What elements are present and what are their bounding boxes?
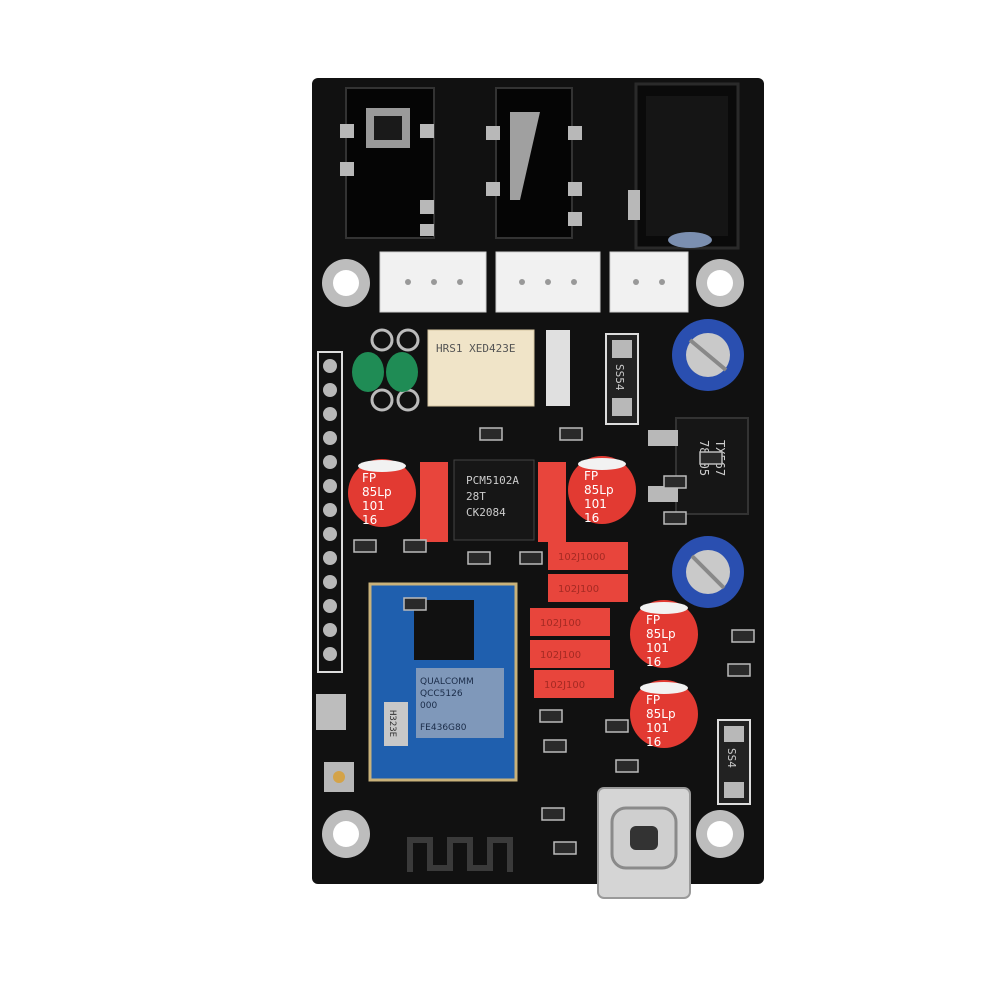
header-pin	[323, 623, 337, 637]
resistor: 102J100	[530, 640, 610, 668]
smd-pad	[731, 629, 755, 643]
smd-pad	[615, 759, 639, 773]
smd-pad	[467, 551, 491, 565]
module-label-4: FE436G80	[420, 723, 467, 733]
red-electrolytic-cap: FP 85Lp 101 16	[348, 459, 416, 527]
resistor: 102J100	[530, 608, 610, 636]
header-pin	[323, 431, 337, 445]
header-pin	[323, 455, 337, 469]
smd-pad	[403, 597, 427, 611]
dac-label-3: CK2084	[466, 506, 506, 519]
header-pin	[323, 647, 337, 661]
smd-pad	[663, 475, 687, 489]
resistor: 102J1000	[548, 542, 628, 570]
schottky-diode: SS4	[717, 719, 751, 805]
smd-pad	[727, 663, 751, 677]
module-label-1: QUALCOMM	[420, 677, 474, 687]
cap2-l3: 101	[584, 497, 607, 511]
smd-pad	[353, 539, 377, 553]
cap4-l1: FP	[646, 693, 660, 707]
cap1-l3: 101	[362, 499, 385, 513]
pcb-antenna-icon	[407, 837, 513, 872]
smd-pad	[479, 427, 503, 441]
pin-header	[317, 351, 343, 673]
smd-pad	[559, 427, 583, 441]
resistor-label: 102J100	[558, 584, 599, 595]
smd-components	[353, 427, 755, 855]
mounting-holes	[322, 259, 744, 858]
resistor-label: 102J1000	[558, 552, 606, 563]
smd-pad	[699, 451, 723, 465]
cap2-l4: 16	[584, 511, 599, 525]
dac-chip: PCM5102A 28T CK2084	[453, 459, 535, 541]
jst-connectors	[379, 251, 689, 313]
green-ceramic-caps	[352, 328, 420, 412]
blue-electrolytic-cap	[672, 536, 744, 608]
cap3-l2: 85Lp	[646, 627, 676, 641]
cap4-l3: 101	[646, 721, 669, 735]
header-pin	[323, 575, 337, 589]
cap2-l1: FP	[584, 469, 598, 483]
cap2-l2: 85Lp	[584, 483, 614, 497]
smd-part	[546, 330, 570, 406]
header-pin	[323, 383, 337, 397]
header-pin	[323, 527, 337, 541]
smd-pad	[519, 551, 543, 565]
film-capacitor	[538, 462, 566, 542]
resistor: 102J100	[534, 670, 614, 698]
cap1-l1: FP	[362, 471, 376, 485]
smd-pad	[403, 539, 427, 553]
smd-pad	[541, 807, 565, 821]
cap4-l4: 16	[646, 735, 661, 749]
resistor: 102J100	[548, 574, 628, 602]
cap3-l3: 101	[646, 641, 669, 655]
cap4-l2: 85Lp	[646, 707, 676, 721]
resistor-stack: 102J1000 102J100 102J100 102J100 102J100	[530, 542, 628, 698]
cap1-l2: 85Lp	[362, 485, 392, 499]
blue-electrolytic-cap	[672, 319, 744, 391]
cap3-l1: FP	[646, 613, 660, 627]
dac-label-1: PCM5102A	[466, 474, 519, 487]
header-pin	[323, 407, 337, 421]
tact-switch	[316, 694, 346, 730]
schottky-diode: SS54	[605, 333, 639, 425]
smd-pad	[663, 511, 687, 525]
voltage-regulator: 78M05 TX567	[648, 417, 749, 515]
diode-bottom-label: SS4	[725, 748, 738, 768]
ufl-center	[333, 771, 345, 783]
crystal-label: H323E	[387, 710, 397, 737]
audio-jack-icon	[486, 87, 582, 239]
header-pin	[323, 479, 337, 493]
red-electrolytic-cap: FP 85Lp 101 16	[630, 600, 698, 669]
module-label-2: QCC5126	[420, 689, 463, 699]
audio-jack-icon	[340, 87, 435, 239]
film-capacitor	[420, 462, 448, 542]
bluetooth-module: QUALCOMM QCC5126 000 FE436G80 H323E	[368, 582, 518, 782]
relay-label: HRS1 XED423E	[436, 342, 515, 355]
red-electrolytic-cap: FP 85Lp 101 16	[568, 456, 636, 525]
smd-pad	[553, 841, 577, 855]
cap3-l4: 16	[646, 655, 661, 669]
header-pin	[323, 551, 337, 565]
dc-power-jack-icon	[628, 82, 740, 250]
red-electrolytic-cap: FP 85Lp 101 16	[630, 680, 698, 749]
cap1-l4: 16	[362, 513, 377, 527]
resistor-label: 102J100	[540, 618, 581, 629]
header-pin	[323, 599, 337, 613]
diode-top-label: SS54	[613, 364, 626, 391]
usb-c-port-icon	[597, 787, 691, 899]
smd-pad	[543, 739, 567, 753]
smd-pad	[539, 709, 563, 723]
dac-label-2: 28T	[466, 490, 486, 503]
header-pin	[323, 359, 337, 373]
resistor-label: 102J100	[540, 650, 581, 661]
module-label-3: 000	[420, 701, 437, 711]
resistor-label: 102J100	[544, 680, 585, 691]
relay: HRS1 XED423E	[427, 329, 535, 407]
header-pin	[323, 503, 337, 517]
smd-pad	[605, 719, 629, 733]
